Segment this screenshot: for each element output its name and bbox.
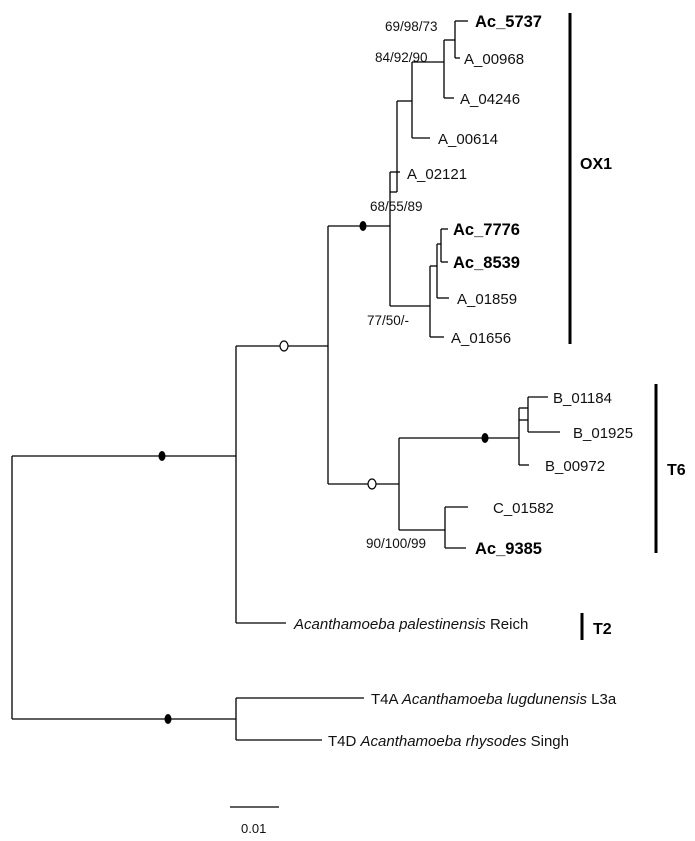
- taxon-label-ac9385: Ac_9385: [475, 540, 542, 558]
- taxon-label-ac5737: Ac_5737: [475, 13, 542, 31]
- filled-node-marker: [481, 433, 489, 443]
- taxon-label-a02121: A_02121: [407, 166, 467, 183]
- filled-node-marker: [158, 451, 166, 461]
- taxon-label-a00614: A_00614: [438, 131, 498, 148]
- taxon-label-a00968: A_00968: [464, 51, 524, 68]
- taxon-label-lugdunensis: T4A Acanthamoeba lugdunensis L3a: [371, 691, 617, 708]
- clade-label-ox1: OX1: [580, 156, 612, 173]
- clade-label-t6: T6: [667, 462, 686, 479]
- taxon-label-a04246: A_04246: [460, 91, 520, 108]
- support-value-ac5737: 69/98/73: [385, 19, 438, 34]
- taxon-label-b01925: B_01925: [573, 425, 633, 442]
- support-value-a01859: 77/50/-: [367, 313, 409, 328]
- taxon-label-a01859: A_01859: [457, 291, 517, 308]
- taxon-label-ac7776: Ac_7776: [453, 221, 520, 239]
- support-value-ac7776: 68/55/89: [370, 199, 423, 214]
- taxon-label-c01582: C_01582: [493, 500, 554, 517]
- taxon-label-palestinensis: Acanthamoeba palestinensis Reich: [293, 616, 528, 633]
- taxon-label-a01656: A_01656: [451, 330, 511, 347]
- taxon-label-b01184: B_01184: [553, 390, 612, 407]
- filled-node-marker: [359, 221, 367, 231]
- support-value-c01582: 90/100/99: [366, 536, 426, 551]
- taxon-label-b00972: B_00972: [545, 458, 605, 475]
- support-value-a04246: 84/92/90: [375, 50, 428, 65]
- taxon-label-ac8539: Ac_8539: [453, 254, 520, 272]
- open-node-marker: [279, 340, 289, 352]
- filled-node-marker: [164, 714, 172, 724]
- clade-label-t2: T2: [593, 621, 612, 638]
- open-node-marker: [367, 478, 377, 490]
- scale-bar-label: 0.01: [241, 821, 266, 836]
- taxon-label-rhysodes: T4D Acanthamoeba rhysodes Singh: [328, 733, 569, 750]
